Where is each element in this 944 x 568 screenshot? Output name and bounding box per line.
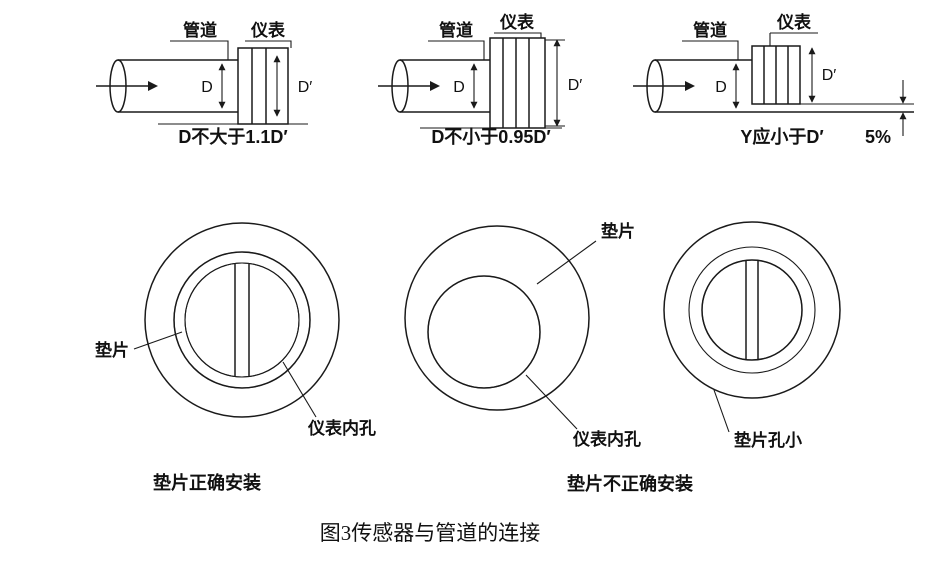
instrument-label: 仪表: [250, 20, 286, 40]
bore-hole-label-leader: [525, 374, 578, 430]
gasket-small-hole-diagram: 垫片孔小: [663, 221, 841, 450]
pipe-label: 管道: [439, 20, 473, 40]
diameter-label: D: [201, 79, 213, 96]
bore-label: D′: [568, 77, 583, 94]
pipe-diagram-2: 管道 D 仪表 D′ D不小于0.95D′: [378, 12, 582, 147]
gasket-correct-diagram: 垫片 仪表内孔 垫片正确安装: [95, 222, 376, 493]
instrument-body: [751, 45, 801, 105]
bore-circle: [184, 262, 300, 378]
gasket-label: 垫片: [601, 221, 635, 241]
flange-annulus: [404, 225, 590, 411]
offset-percent-label: 5%: [865, 127, 891, 147]
bore-extension-ticks: [545, 39, 565, 127]
instrument-body: [489, 37, 546, 129]
bore-hole-label-leader: [282, 361, 317, 418]
instrument-label-leader: [245, 40, 292, 48]
gasket-label-leader: [133, 331, 183, 350]
correct-caption: 垫片正确安装: [153, 472, 261, 493]
instrument-label: 仪表: [499, 12, 535, 32]
pipe-diagram-1: 管道 D 仪表 D′ D不大于1.1D′: [96, 20, 312, 147]
bore-circle: [701, 259, 803, 361]
incorrect-caption: 垫片不正确安装: [567, 473, 693, 494]
hidden-bore-circle: [688, 246, 816, 374]
bore-hole-label: 仪表内孔: [572, 429, 641, 449]
gasket-label: 垫片: [95, 340, 129, 360]
diameter-label: D: [715, 79, 727, 96]
small-hole-label-leader: [713, 389, 730, 433]
pipe-diagram-3: 管道 D 仪表 D′ Y应小于D′ 5%: [633, 12, 914, 147]
bore-label: D′: [298, 79, 313, 96]
gasket-offset-diagram: 垫片 仪表内孔 垫片不正确安装: [404, 221, 693, 494]
gasket-label-leader: [536, 240, 597, 285]
bore-hole-label: 仪表内孔: [307, 418, 376, 438]
pipe-label: 管道: [693, 20, 727, 40]
instrument-label-leader: [769, 32, 818, 46]
figure-title: 图3传感器与管道的连接: [320, 521, 541, 545]
diagram-caption: D不大于1.1D′: [178, 126, 287, 147]
instrument-label: 仪表: [776, 12, 812, 32]
pipe-label-leader: [682, 40, 739, 60]
diameter-label: D: [453, 79, 465, 96]
flange-annulus: [663, 221, 841, 399]
bore-circle: [427, 275, 541, 389]
small-hole-label: 垫片孔小: [734, 430, 802, 450]
pipe-label-leader: [428, 40, 485, 60]
diagram-caption: Y应小于D′: [740, 126, 823, 147]
diagram-caption: D不小于0.95D′: [431, 127, 550, 147]
pipe-label: 管道: [183, 20, 217, 40]
instrument-body: [237, 47, 289, 125]
bore-label: D′: [822, 67, 837, 84]
instrument-label-leader: [494, 32, 542, 38]
pipe-label-leader: [170, 40, 229, 60]
